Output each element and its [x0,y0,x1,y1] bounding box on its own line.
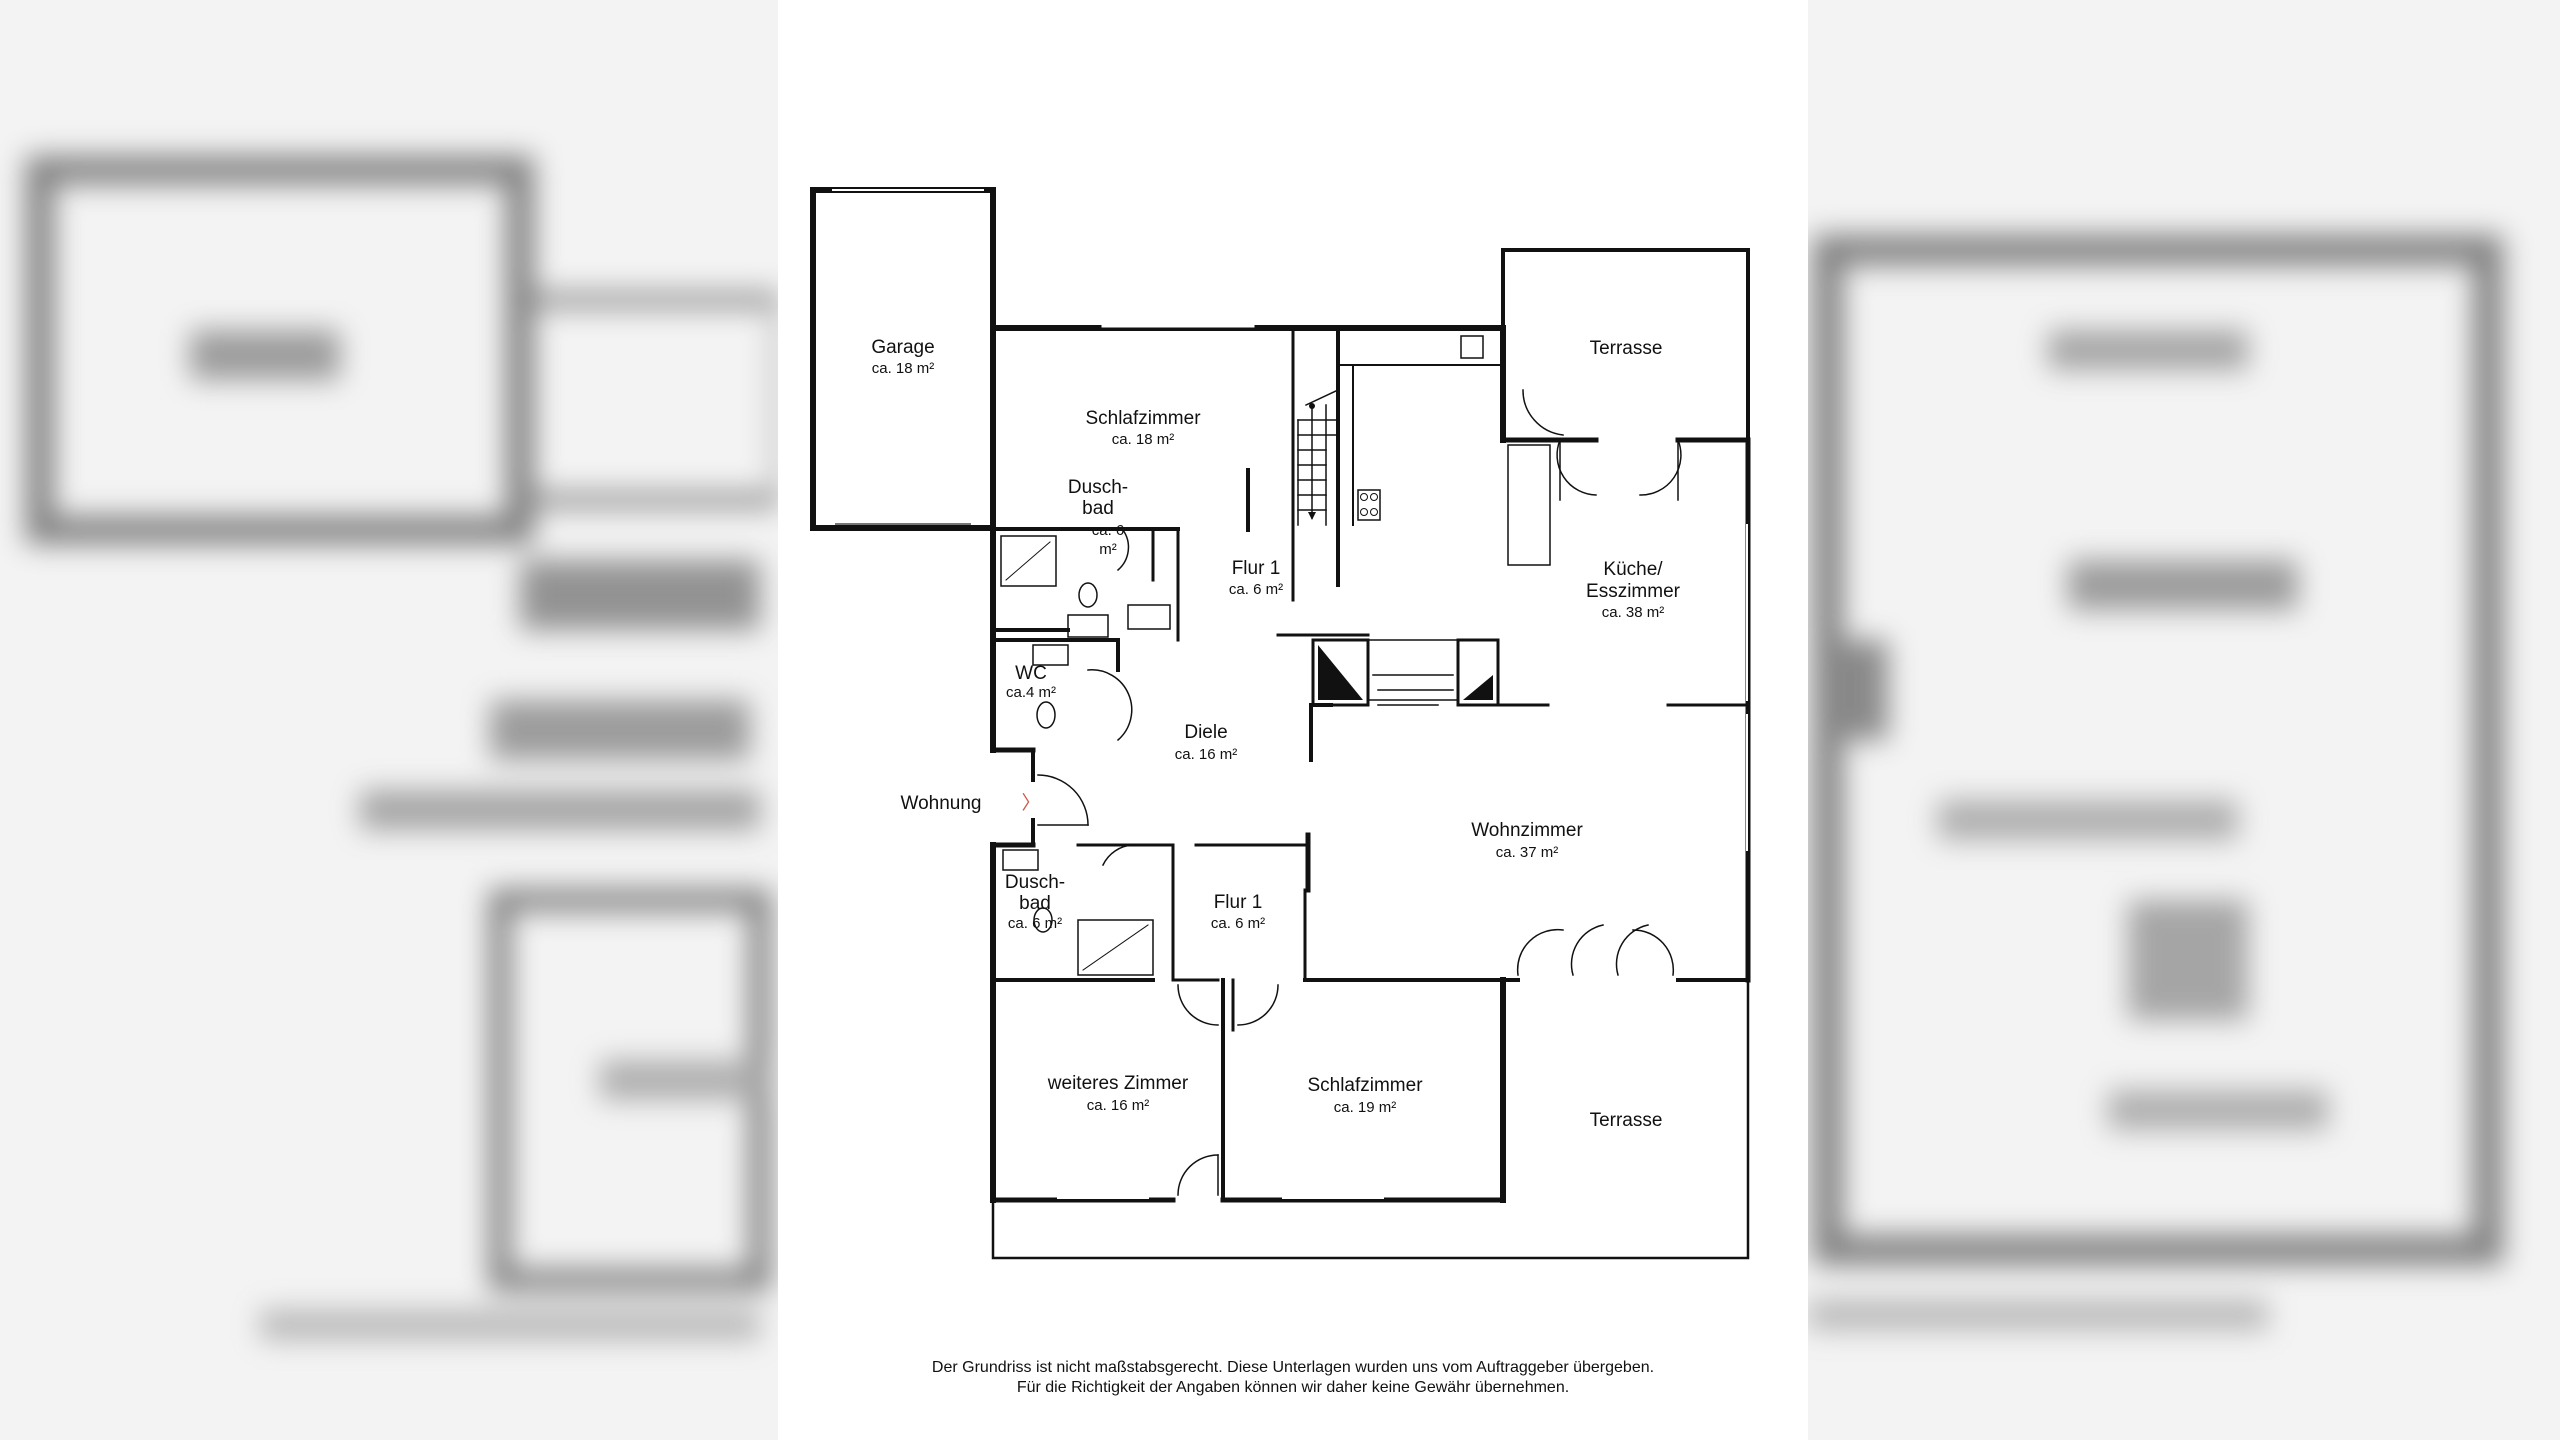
duschbad-bottom-area: ca. 6 m² [1008,915,1062,932]
garage-area: ca. 18 m² [872,360,935,377]
duschbad-bottom-label-1: Dusch- [1005,872,1065,893]
weiteres-zimmer-area: ca. 16 m² [1087,1097,1150,1114]
duschbad-top-label-1: Dusch- [1068,477,1128,498]
flur-bottom-area: ca. 6 m² [1211,915,1265,932]
garage-walls [810,187,996,531]
terrasse-bottom-label: Terrasse [1590,1110,1663,1131]
schlafzimmer-bottom-label: Schlafzimmer [1307,1075,1423,1096]
kueche-label-2: Esszimmer [1586,581,1681,602]
schlafzimmer-bottom-area: ca. 19 m² [1334,1099,1397,1116]
kueche-label-1: Küche/ [1603,559,1663,580]
duschbad-bottom-label-2: bad [1019,893,1051,914]
wohnzimmer-area: ca. 37 m² [1496,844,1559,861]
duschbad-top-area-1: ca. 6 [1092,522,1125,539]
disclaimer-line-2: Für die Richtigkeit der Angaben können w… [1016,1379,1570,1396]
blurred-background-right [1808,0,2560,1440]
garage-label: Garage [871,337,934,358]
flur-top-area: ca. 6 m² [1229,581,1283,598]
diele-label: Diele [1184,722,1227,743]
diele-area: ca. 16 m² [1175,746,1238,763]
wohnzimmer-label: Wohnzimmer [1471,820,1583,841]
flur-bottom-label: Flur 1 [1214,892,1263,913]
duschbad-top-area-2: m² [1099,541,1117,558]
kueche-area: ca. 38 m² [1602,604,1665,621]
wc-label: WC [1015,663,1047,684]
wc-area: ca.4 m² [1006,684,1056,701]
blurred-background-left [0,0,778,1440]
weiteres-zimmer-label: weiteres Zimmer [1047,1073,1189,1094]
schlafzimmer-top-label: Schlafzimmer [1085,408,1201,429]
floor-plan-panel: Garage ca. 18 m² Schlafzimmer ca. 18 m² … [778,0,1808,1440]
terrasse-top-label: Terrasse [1590,338,1663,359]
flur-top-label: Flur 1 [1232,558,1281,579]
floor-plan: Garage ca. 18 m² Schlafzimmer ca. 18 m² … [810,187,1751,1260]
schlafzimmer-top-area: ca. 18 m² [1112,431,1175,448]
duschbad-top-label-2: bad [1082,498,1114,519]
entrance-marker-icon: 〉 [1021,792,1040,814]
entrance-label: Wohnung [901,793,982,814]
disclaimer-line-1: Der Grundriss ist nicht maßstabsgerecht.… [931,1359,1655,1376]
